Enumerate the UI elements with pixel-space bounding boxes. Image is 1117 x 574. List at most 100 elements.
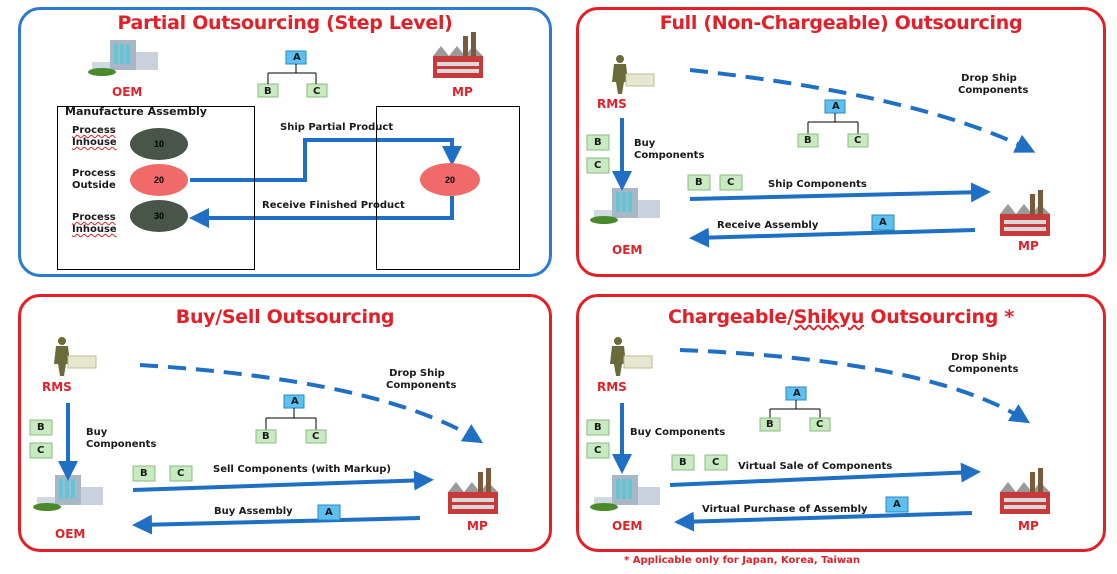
drop-ship-arrow: [689, 68, 1036, 153]
rms-label: RMS: [597, 380, 627, 394]
buy-components-label: Buy Components: [630, 427, 726, 438]
cube-b: B: [679, 457, 687, 468]
mp-label: MP: [467, 519, 488, 533]
process-inhouse-1: Process Inhouse: [72, 125, 120, 149]
cube-c: C: [177, 468, 185, 479]
rms-label: RMS: [42, 380, 72, 394]
tree-c: C: [816, 419, 824, 430]
label-text: Process Inhouse: [72, 212, 117, 235]
oem-building-icon: [88, 40, 158, 76]
cube-a: A: [879, 217, 887, 228]
rms-label: RMS: [597, 97, 627, 111]
oem-building-icon: [590, 475, 660, 511]
label-text: Drop Ship Components: [386, 368, 457, 391]
cube-b: B: [37, 422, 45, 433]
tree-a: A: [291, 396, 299, 407]
tree-a: A: [293, 52, 301, 63]
mp-label: MP: [452, 85, 473, 99]
oem-building-icon: [33, 475, 103, 511]
tree-c: C: [313, 86, 321, 97]
step-20-node: 20: [130, 164, 188, 196]
label-text: Process Inhouse: [72, 125, 117, 148]
label-text: Drop Ship Components: [948, 352, 1019, 375]
mp-step-20-node: 20: [420, 163, 480, 196]
cube-c: C: [37, 445, 45, 456]
mp-process-box: [376, 106, 520, 270]
footnote: * Applicable only for Japan, Korea, Taiw…: [624, 555, 860, 566]
title-part: Shikyu: [793, 306, 865, 328]
label-text: Drop Ship Components: [958, 73, 1029, 96]
receive-finished-arrow: [189, 196, 454, 228]
rms-worker-icon: [53, 336, 97, 377]
title-part: Chargeable/: [668, 306, 794, 328]
mp-factory-icon: [448, 468, 498, 514]
oem-label: OEM: [612, 243, 643, 257]
tree-b: B: [262, 431, 270, 442]
ship-components-arrow: [689, 182, 991, 203]
cube-c: C: [594, 445, 602, 456]
ship-partial-arrow: [190, 138, 462, 182]
tree-b: B: [766, 419, 774, 430]
cube-b: B: [140, 468, 148, 479]
sell-components-label: Sell Components (with Markup): [213, 464, 391, 475]
cube-b: B: [594, 422, 602, 433]
assembly-label: Manufacture Assembly: [65, 105, 207, 118]
drop-ship-arrow: [139, 363, 484, 444]
virtual-purchase-arrow: [674, 511, 973, 532]
cube-a: A: [325, 507, 333, 518]
label-text: Buy Components: [634, 138, 705, 161]
oem-process-box: [57, 106, 255, 270]
process-inhouse-2: Process Inhouse: [72, 212, 120, 236]
cube-c: C: [727, 177, 735, 188]
rms-worker-icon: [611, 54, 655, 95]
oem-label: OEM: [612, 519, 643, 533]
oem-label: OEM: [55, 527, 86, 541]
panel-title: Chargeable/Shikyu Outsourcing *: [576, 306, 1106, 328]
tree-c: C: [854, 135, 862, 146]
drop-ship-label: Drop Ship Components: [958, 73, 1028, 97]
step-30-node: 30: [130, 200, 188, 232]
ship-components-label: Ship Components: [768, 179, 867, 190]
tree-a: A: [832, 101, 840, 112]
panel-title: Partial Outsourcing (Step Level): [117, 12, 453, 34]
oem-building-icon: [590, 188, 660, 224]
panel-title: Full (Non-Chargeable) Outsourcing: [659, 12, 1023, 34]
step-10-node: 10: [130, 128, 188, 160]
receive-assembly-arrow: [689, 227, 976, 248]
tree-b: B: [804, 135, 812, 146]
mp-factory-icon: [1000, 468, 1050, 514]
sell-components-arrow: [132, 470, 434, 492]
rms-worker-icon: [609, 336, 653, 377]
cube-c: C: [712, 457, 720, 468]
buy-assembly-label: Buy Assembly: [214, 506, 293, 517]
tree-a: A: [793, 388, 801, 399]
tree-c: C: [312, 431, 320, 442]
cube-b: B: [695, 177, 703, 188]
ship-partial-label: Ship Partial Product: [280, 122, 394, 133]
cube-a: A: [893, 499, 901, 510]
oem-label: OEM: [112, 85, 143, 99]
buy-components-label: Buy Components: [86, 427, 156, 451]
drop-ship-arrow: [679, 348, 1031, 424]
title-part: Outsourcing *: [864, 306, 1014, 328]
mp-label: MP: [1018, 519, 1039, 533]
virtual-purchase-label: Virtual Purchase of Assembly: [702, 504, 868, 515]
label-text: Buy Components: [86, 427, 157, 450]
panel-title: Buy/Sell Outsourcing: [175, 306, 395, 328]
receive-finished-label: Receive Finished Product: [262, 200, 405, 211]
mp-factory-icon: [433, 32, 483, 78]
drop-ship-label: Drop Ship Components: [386, 368, 456, 392]
drop-ship-label: Drop Ship Components: [948, 352, 1018, 376]
buy-components-label: Buy Components: [634, 138, 704, 162]
cube-b: B: [594, 137, 602, 148]
process-outside: Process Outside: [72, 168, 120, 192]
tree-b: B: [264, 86, 272, 97]
virtual-sale-label: Virtual Sale of Components: [738, 461, 893, 472]
virtual-sale-arrow: [669, 462, 981, 487]
buy-assembly-arrow: [132, 514, 421, 535]
receive-assembly-label: Receive Assembly: [717, 220, 819, 231]
cube-c-icon: [306, 83, 328, 98]
mp-factory-icon: [1000, 190, 1050, 236]
cube-c: C: [594, 160, 602, 171]
